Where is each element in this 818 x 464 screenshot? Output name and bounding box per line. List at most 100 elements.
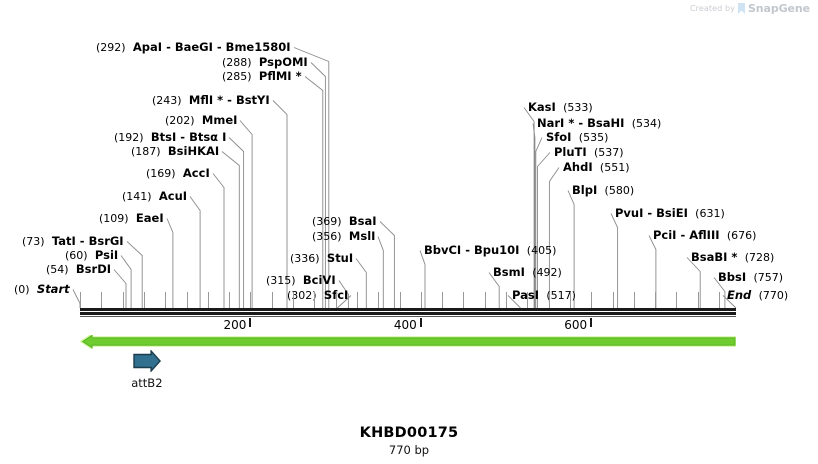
ruler-gradation <box>484 292 486 308</box>
enzyme-label-bcivi[interactable]: (315) BciVI <box>266 274 336 287</box>
enzyme-label-mmei[interactable]: (202) MmeI <box>165 114 237 127</box>
ruler-gradation <box>80 292 81 308</box>
enzyme-label-bsai[interactable]: (369) BsaI <box>312 215 377 228</box>
enzyme-name-pvui: PvuI - BsiEI <box>615 206 688 220</box>
enzyme-name-apai: ApaI - BaeGI - Bme1580I <box>132 40 291 54</box>
enzyme-position-btsi: (192) <box>114 131 144 144</box>
enzyme-label-mfli[interactable]: (243) MflI * - BstYI <box>152 94 270 107</box>
enzyme-position-bbvci: (405) <box>526 244 557 257</box>
enzyme-name-tati: TatI - BsrGI <box>51 234 124 248</box>
ruler-gradation <box>314 292 316 308</box>
enzyme-name-pspomi: PspOMI <box>258 55 308 69</box>
enzyme-name-bcivi: BciVI <box>302 273 336 287</box>
enzyme-label-bsmi[interactable]: BsmI (492) <box>493 266 562 279</box>
sequence-backbone-top <box>80 308 736 311</box>
enzyme-position-bsabi: (728) <box>744 251 775 264</box>
enzyme-label-bsihkai[interactable]: (187) BsiHKAI <box>131 145 219 158</box>
watermark-created-by-label: Created by <box>689 4 735 13</box>
ruler-tick-400 <box>419 318 422 327</box>
ruler-gradation <box>463 292 465 308</box>
enzyme-name-bsabi: BsaBI * <box>691 250 738 264</box>
ruler-gradation <box>293 292 294 308</box>
watermark-brand-label: SnapGene <box>747 2 810 15</box>
ruler-gradation <box>207 292 209 308</box>
enzyme-label-end[interactable]: End (770) <box>727 289 788 302</box>
enzyme-label-start[interactable]: (0) Start <box>14 283 70 296</box>
enzyme-position-bsihkai: (187) <box>131 145 161 158</box>
enzyme-label-blpi[interactable]: BlpI (580) <box>572 184 634 197</box>
enzyme-position-start: (0) <box>14 283 30 296</box>
enzyme-position-sfoi: (535) <box>578 131 609 144</box>
enzyme-name-msli: MslI <box>348 229 376 243</box>
ruler-gradation <box>229 292 231 308</box>
enzyme-label-pspomi[interactable]: (288) PspOMI <box>222 56 308 69</box>
ruler-gradation <box>335 292 337 308</box>
enzyme-label-tati[interactable]: (73) TatI - BsrGI <box>22 235 124 248</box>
enzyme-label-sfci[interactable]: (302) SfcI <box>287 289 348 302</box>
enzyme-name-nari: NarI * - BsaHI <box>537 116 625 130</box>
enzyme-name-bbvci: BbvCI - Bpu10I <box>424 243 520 257</box>
enzyme-label-bbsi[interactable]: BbsI (757) <box>718 271 783 284</box>
enzyme-label-bsabi[interactable]: BsaBI * (728) <box>691 251 774 264</box>
enzyme-label-pasi[interactable]: PasI (517) <box>512 289 576 302</box>
ruler-gradation <box>165 292 167 308</box>
enzyme-position-acci: (169) <box>146 167 176 180</box>
enzyme-label-bbvci[interactable]: BbvCI - Bpu10I (405) <box>424 244 556 257</box>
ruler-gradation <box>548 292 550 308</box>
enzyme-label-pluti[interactable]: PluTI (537) <box>554 146 624 159</box>
ruler-gradation <box>420 292 422 308</box>
enzyme-position-psii: (60) <box>65 249 88 262</box>
enzyme-name-pcii: PciI - AflIII <box>653 228 720 242</box>
enzyme-name-mmei: MmeI <box>201 113 238 127</box>
ruler-gradation <box>655 292 657 308</box>
enzyme-label-btsi[interactable]: (192) BtsI - Btsα I <box>114 131 226 144</box>
enzyme-label-msli[interactable]: (356) MslI <box>312 230 375 243</box>
enzyme-position-pspomi: (288) <box>222 56 252 69</box>
ruler-tick-200 <box>249 318 252 327</box>
enzyme-label-ahdi[interactable]: AhdI (551) <box>563 161 630 174</box>
ruler-tick-label-400: 400 <box>393 318 417 332</box>
enzyme-name-eaei: EaeI <box>135 211 164 225</box>
enzyme-name-bsihkai: BsiHKAI <box>167 144 220 158</box>
ruler-gradation <box>186 292 188 308</box>
sequence-backbone-gap <box>80 311 736 312</box>
ruler-tick-label-600: 600 <box>564 318 588 332</box>
enzyme-label-stui[interactable]: (336) StuI <box>290 252 353 265</box>
enzyme-name-ahdi: AhdI <box>563 160 593 174</box>
enzyme-position-mfli: (243) <box>152 94 182 107</box>
enzyme-position-blpi: (580) <box>604 184 635 197</box>
enzyme-position-pflmi: (285) <box>222 70 252 83</box>
enzyme-label-pflmi[interactable]: (285) PflMI * <box>222 70 302 83</box>
enzyme-label-acui[interactable]: (141) AcuI <box>122 190 187 203</box>
enzyme-label-acci[interactable]: (169) AccI <box>146 167 210 180</box>
enzyme-position-pvui: (631) <box>695 207 725 220</box>
enzyme-name-pluti: PluTI <box>554 145 587 159</box>
enzyme-position-tati: (73) <box>22 235 45 248</box>
ruler-gradation <box>378 292 380 308</box>
feature-arrow-attB2[interactable] <box>133 349 161 373</box>
enzyme-position-sfci: (302) <box>287 289 317 302</box>
enzyme-name-bbsi: BbsI <box>718 270 747 284</box>
enzyme-name-bsmi: BsmI <box>493 265 525 279</box>
ruler-gradation <box>356 292 358 308</box>
ruler-gradation <box>250 292 252 308</box>
enzyme-position-bcivi: (315) <box>266 274 296 287</box>
ruler-gradation <box>101 292 103 308</box>
ruler-gradation <box>591 292 593 308</box>
ruler-tick-600 <box>590 318 593 327</box>
enzyme-label-pcii[interactable]: PciI - AflIII (676) <box>653 229 756 242</box>
enzyme-name-pflmi: PflMI * <box>258 69 302 83</box>
ruler-gradation <box>633 292 635 308</box>
enzyme-name-start: Start <box>36 282 70 296</box>
enzyme-name-psii: PsiI <box>94 248 119 262</box>
enzyme-label-psii[interactable]: (60) PsiI <box>65 249 118 262</box>
enzyme-label-sfoi[interactable]: SfoI (535) <box>546 131 608 144</box>
enzyme-label-eaei[interactable]: (109) EaeI <box>99 212 164 225</box>
enzyme-label-kasi[interactable]: KasI (533) <box>528 101 593 114</box>
enzyme-label-pvui[interactable]: PvuI - BsiEI (631) <box>615 207 725 220</box>
enzyme-label-apai[interactable]: (292) ApaI - BaeGI - Bme1580I <box>96 41 291 54</box>
enzyme-position-msli: (356) <box>312 230 342 243</box>
enzyme-label-nari[interactable]: NarI * - BsaHI (534) <box>537 117 661 130</box>
enzyme-name-mfli: MflI * - BstYI <box>188 93 270 107</box>
enzyme-label-bsrdi[interactable]: (54) BsrDI <box>46 263 111 276</box>
